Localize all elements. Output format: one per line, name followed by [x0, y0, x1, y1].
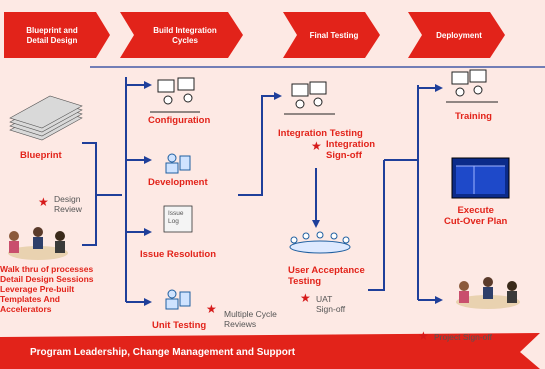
training-label: Training: [455, 111, 492, 122]
uat-signoff-star-icon: ★: [300, 291, 311, 305]
training-people-icon: [446, 69, 498, 103]
issue-resolution-label: Issue Resolution: [140, 249, 217, 260]
integration-people-icon: [284, 81, 335, 115]
phase-arrow-2: [120, 12, 243, 58]
design-review-label: Design Review: [54, 194, 82, 214]
multiple-cycle-label: Multiple Cycle Reviews: [224, 309, 277, 329]
configuration-people-icon: [150, 77, 200, 113]
phase-arrow-4: [408, 12, 505, 58]
design-review-star-icon: ★: [38, 195, 49, 209]
project-signoff-star-icon: ★: [418, 329, 429, 343]
uat-meeting-icon: [289, 231, 351, 254]
execute-screen-icon: [451, 157, 510, 199]
meeting-photo-icon: [0, 225, 75, 265]
execute-label: Execute Cut-Over Plan: [444, 205, 508, 227]
signoff-meeting-icon: [456, 277, 520, 309]
integration-signoff-label: Integration Sign-off: [326, 139, 376, 161]
project-signoff-label: Project Sign-off: [434, 332, 492, 342]
phase-label-4: Deployment: [436, 31, 482, 40]
banner-label: Program Leadership, Change Management an…: [30, 347, 296, 358]
unit-testing-label: Unit Testing: [152, 320, 207, 331]
phase-label-3: Final Testing: [309, 31, 359, 40]
connectors: [82, 77, 437, 303]
integration-testing-label: Integration Testing: [278, 128, 363, 139]
multiple-cycle-star-icon: ★: [206, 302, 217, 316]
development-person-icon: [165, 153, 191, 174]
phase-arrow-3: [283, 12, 380, 58]
blueprint-stack-icon: [9, 95, 83, 141]
integration-signoff-star-icon: ★: [311, 139, 322, 153]
phase-arrow-1: [4, 12, 110, 58]
phase-label-2: Build Integration Cycles: [153, 26, 217, 45]
phase-label-1: Blueprint and Detail Design: [26, 26, 78, 45]
uat-label: User Acceptance Testing: [288, 265, 365, 287]
walkthru-label: Walk thru of processes Detail Design Ses…: [0, 264, 94, 314]
uat-signoff-label: UAT Sign-off: [316, 294, 346, 314]
issue-log-label: Issue Log: [168, 210, 184, 225]
unit-testing-person-icon: [165, 289, 191, 310]
banner-arrow: [0, 333, 540, 369]
blueprint-label: Blueprint: [20, 150, 62, 161]
issue-log-box: [163, 205, 193, 233]
development-label: Development: [148, 177, 208, 188]
configuration-label: Configuration: [148, 115, 211, 126]
